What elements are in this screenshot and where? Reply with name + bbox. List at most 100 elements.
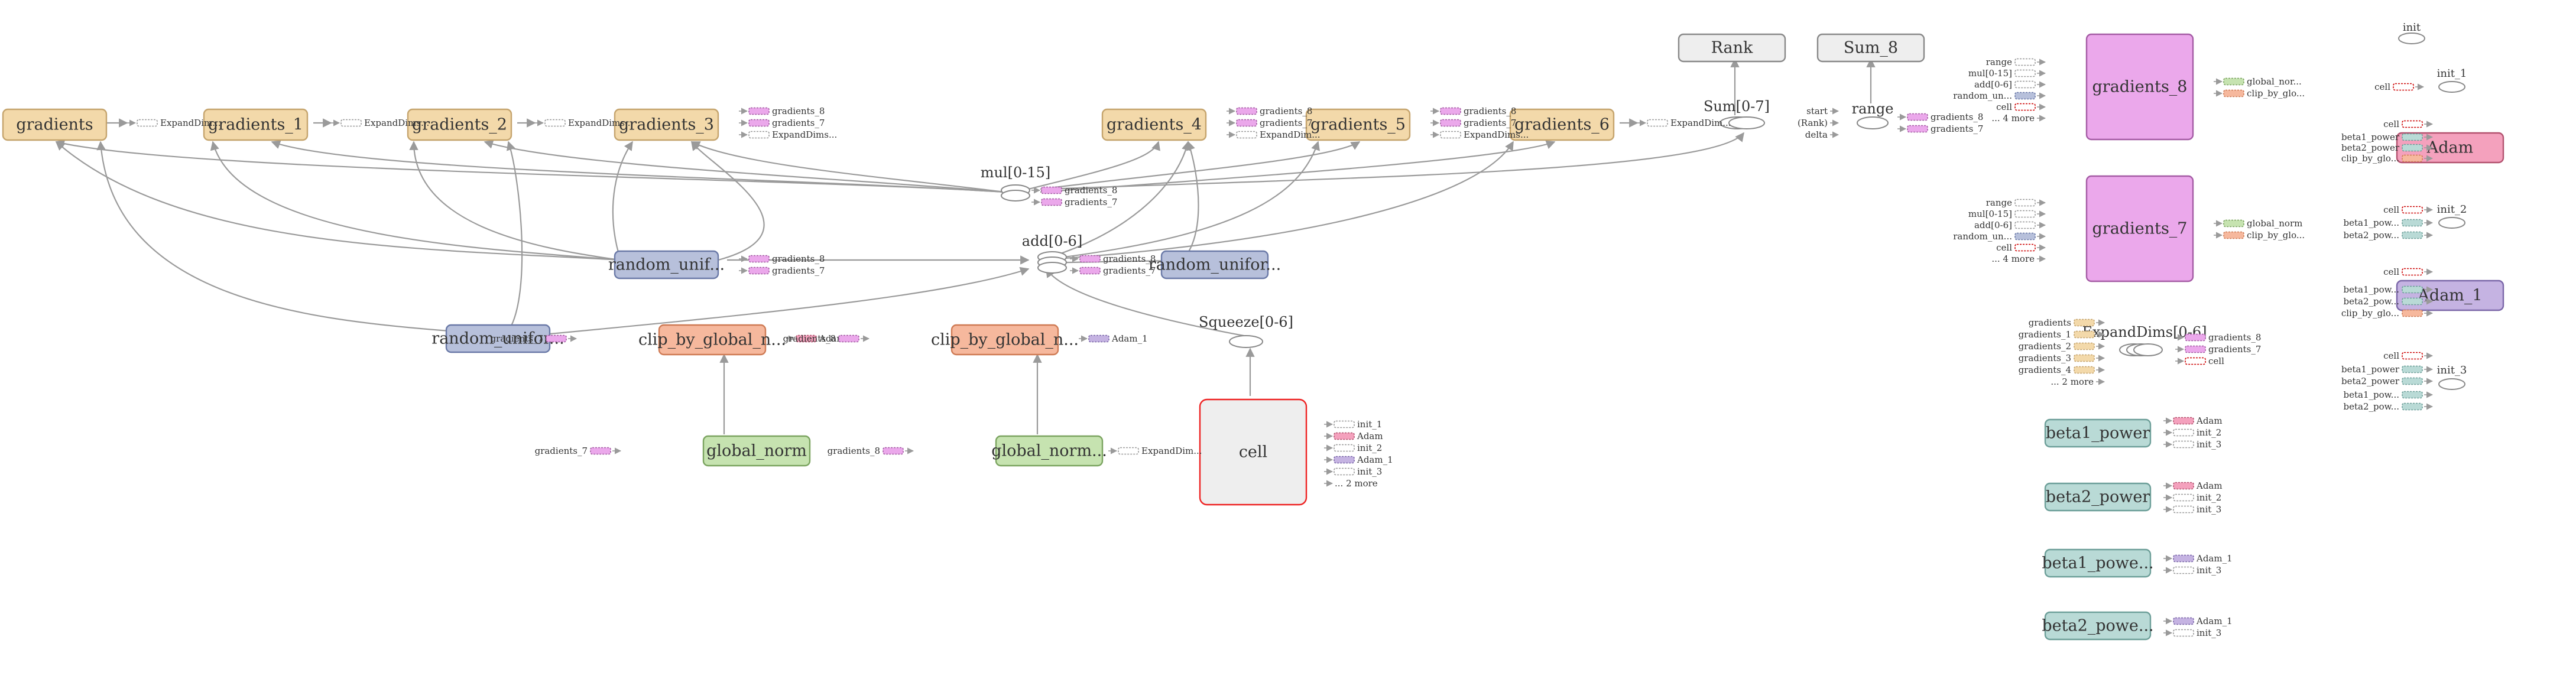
- stub-gradients-3[interactable]: gradients_3: [2019, 353, 2105, 363]
- node-clip-a[interactable]: clip_by_global_n...: [638, 324, 786, 356]
- stub-cell[interactable]: cell: [2175, 356, 2224, 366]
- stub-cell[interactable]: cell: [2383, 267, 2434, 277]
- stub-gradients-7[interactable]: gradients_7: [1070, 265, 1156, 276]
- sum-hub[interactable]: Sum[0-7]: [1704, 98, 1770, 129]
- stub-init-3[interactable]: init_3: [2163, 439, 2221, 450]
- stub-init-3[interactable]: init_3: [1324, 466, 1382, 477]
- stub-gradients-7[interactable]: gradients_7: [739, 265, 825, 276]
- squeeze-hub[interactable]: Squeeze[0-6]: [1199, 314, 1293, 348]
- stub-clip-by-glo2[interactable]: clip_by_glo...: [2214, 230, 2305, 241]
- node-rank[interactable]: Rank: [1678, 33, 1786, 63]
- stub-gradients-7[interactable]: gradients_7: [2175, 344, 2261, 355]
- stub-clip-by-glo[interactable]: clip_by_glo...: [2341, 153, 2434, 164]
- stub-gradients-7[interactable]: gradients_7: [1227, 118, 1312, 128]
- stub-gradients-7[interactable]: gradients_7: [1031, 197, 1117, 207]
- stub-init-3[interactable]: init_3: [2163, 628, 2221, 638]
- stub-adam-1[interactable]: Adam_1: [1079, 333, 1148, 344]
- node-gradients-8[interactable]: gradients_8: [2085, 33, 2194, 141]
- stub-gradients-1[interactable]: gradients_1: [2019, 329, 2105, 340]
- stub-gradients-7[interactable]: gradients_7: [535, 446, 622, 456]
- stub-cell[interactable]: cell: [2383, 119, 2434, 129]
- node-gradients-5[interactable]: gradients_5: [1305, 108, 1411, 141]
- stub-gradients-8[interactable]: gradients_8: [739, 254, 825, 264]
- stub-adam-1[interactable]: Adam_1: [1324, 454, 1393, 465]
- stub-gradients-8[interactable]: gradients_8: [828, 446, 914, 456]
- stub-expand-dim[interactable]: ExpandDim...: [127, 118, 221, 128]
- stub-start[interactable]: start: [1806, 106, 1839, 116]
- stub-gradients-8[interactable]: gradients_8: [783, 333, 870, 344]
- stub-more4[interactable]: ... 4 more: [1991, 254, 2046, 264]
- stub-beta2-power[interactable]: beta2_power: [2341, 142, 2434, 153]
- stub-expand-dims[interactable]: ExpandDims...: [331, 118, 429, 128]
- stub-gradients-8[interactable]: gradients_8: [1227, 106, 1312, 116]
- stub-gradients-8[interactable]: gradients_8: [1070, 254, 1156, 264]
- stub-clip-by-glo[interactable]: clip_by_glo...: [2214, 88, 2305, 99]
- stub-beta1-power[interactable]: beta1_power: [2341, 132, 2434, 142]
- stub-adam[interactable]: Adam: [2163, 415, 2223, 426]
- stub-more2[interactable]: ... 2 more: [1324, 478, 1378, 489]
- stub-gradients-7[interactable]: gradients_7: [491, 333, 578, 344]
- stub-clip-by-glo2[interactable]: clip_by_glo...: [2341, 308, 2434, 319]
- stub-add-in[interactable]: add[0-6]: [1974, 79, 2046, 90]
- stub-global-norm[interactable]: global_norm: [2214, 218, 2302, 229]
- node-gradients[interactable]: gradients: [2, 108, 108, 141]
- node-clip-b[interactable]: clip_by_global_n...: [931, 324, 1079, 356]
- stub-expand-dims[interactable]: ExpandDims...: [739, 129, 837, 140]
- stub-gradients-8[interactable]: gradients_8: [739, 106, 825, 116]
- stub-cell[interactable]: cell: [2374, 82, 2425, 92]
- stub-gradients-7[interactable]: gradients_7: [1430, 118, 1516, 128]
- stub-adam-1[interactable]: Adam_1: [2163, 553, 2233, 564]
- stub-adam[interactable]: Adam: [2163, 480, 2223, 491]
- node-global-norm-b[interactable]: global_norm...: [991, 435, 1107, 467]
- node-gradients-3[interactable]: gradients_3: [614, 108, 719, 141]
- node-adam[interactable]: Adam: [2396, 132, 2504, 164]
- stub-init-3[interactable]: init_3: [2163, 504, 2221, 515]
- stub-gradients-8[interactable]: gradients_8: [1031, 185, 1117, 196]
- stub-random-un[interactable]: random_un...: [1953, 231, 2046, 242]
- stub-gradients-7[interactable]: gradients_7: [739, 118, 825, 128]
- stub-expand-dim[interactable]: ExpandDim...: [1227, 129, 1321, 140]
- stub-init-2[interactable]: init_2: [1324, 443, 1382, 453]
- stub-beta2-power[interactable]: beta2_power: [2341, 376, 2434, 386]
- range-hub[interactable]: range: [1852, 100, 1894, 129]
- stub-mul-in[interactable]: mul[0-15]: [1968, 68, 2046, 79]
- stub-more2[interactable]: ... 2 more: [2051, 376, 2105, 387]
- stub-adam[interactable]: Adam: [786, 333, 845, 344]
- stub-global-nor[interactable]: global_nor...: [2214, 76, 2302, 87]
- stub-beta2-pow2[interactable]: beta2_pow...: [2344, 296, 2434, 307]
- stub-range-in[interactable]: range: [1986, 197, 2046, 208]
- node-global-norm[interactable]: global_norm: [702, 435, 811, 467]
- stub-mul-in[interactable]: mul[0-15]: [1968, 209, 2046, 219]
- stub-gradients-8[interactable]: gradients_8: [2175, 332, 2261, 343]
- node-random-unif-c[interactable]: random_unifor...: [1149, 250, 1281, 280]
- init-node[interactable]: init: [2398, 21, 2425, 44]
- stub-expand-dim[interactable]: ExpandDim...: [1637, 118, 1731, 128]
- node-gradients-6[interactable]: gradients_6: [1509, 108, 1615, 141]
- stub-init-3[interactable]: init_3: [2163, 565, 2221, 576]
- stub-more4[interactable]: ... 4 more: [1991, 113, 2046, 124]
- stub-range-in[interactable]: range: [1986, 57, 2046, 67]
- stub-gradients-4[interactable]: gradients_4: [2019, 365, 2105, 375]
- stub-random-un[interactable]: random_un...: [1953, 90, 2046, 101]
- stub-init-2[interactable]: init_2: [2163, 427, 2221, 438]
- node-beta1-power[interactable]: beta1_power: [2044, 418, 2152, 448]
- stub-init-1[interactable]: init_1: [1324, 419, 1382, 430]
- stub-gradients[interactable]: gradients: [2029, 317, 2105, 328]
- node-random-unif-a[interactable]: random_unif...: [608, 250, 725, 280]
- stub-beta1-pow[interactable]: beta1_pow...: [2344, 217, 2434, 228]
- stub-cell[interactable]: cell: [1996, 242, 2046, 253]
- node-beta2-power[interactable]: beta2_power: [2044, 482, 2152, 512]
- stub-beta2-pow[interactable]: beta2_pow...: [2344, 401, 2434, 412]
- stub-adam[interactable]: Adam: [1324, 431, 1383, 441]
- stub-beta1-pow2[interactable]: beta1_pow...: [2344, 284, 2434, 295]
- stub-expand-dim[interactable]: ExpandDim...: [1108, 446, 1202, 456]
- node-beta1-powe[interactable]: beta1_powe...: [2042, 548, 2154, 578]
- node-sum-8[interactable]: Sum_8: [1816, 33, 1925, 63]
- node-gradients-1[interactable]: gradients_1: [203, 108, 309, 141]
- stub-add-in[interactable]: add[0-6]: [1974, 220, 2046, 230]
- stub-expand-dims[interactable]: ExpandDims...: [535, 118, 633, 128]
- mul-hub[interactable]: mul[0-15]: [981, 164, 1051, 202]
- node-beta2-powe[interactable]: beta2_powe...: [2042, 611, 2154, 641]
- init-3-node[interactable]: init_3: [2437, 364, 2467, 390]
